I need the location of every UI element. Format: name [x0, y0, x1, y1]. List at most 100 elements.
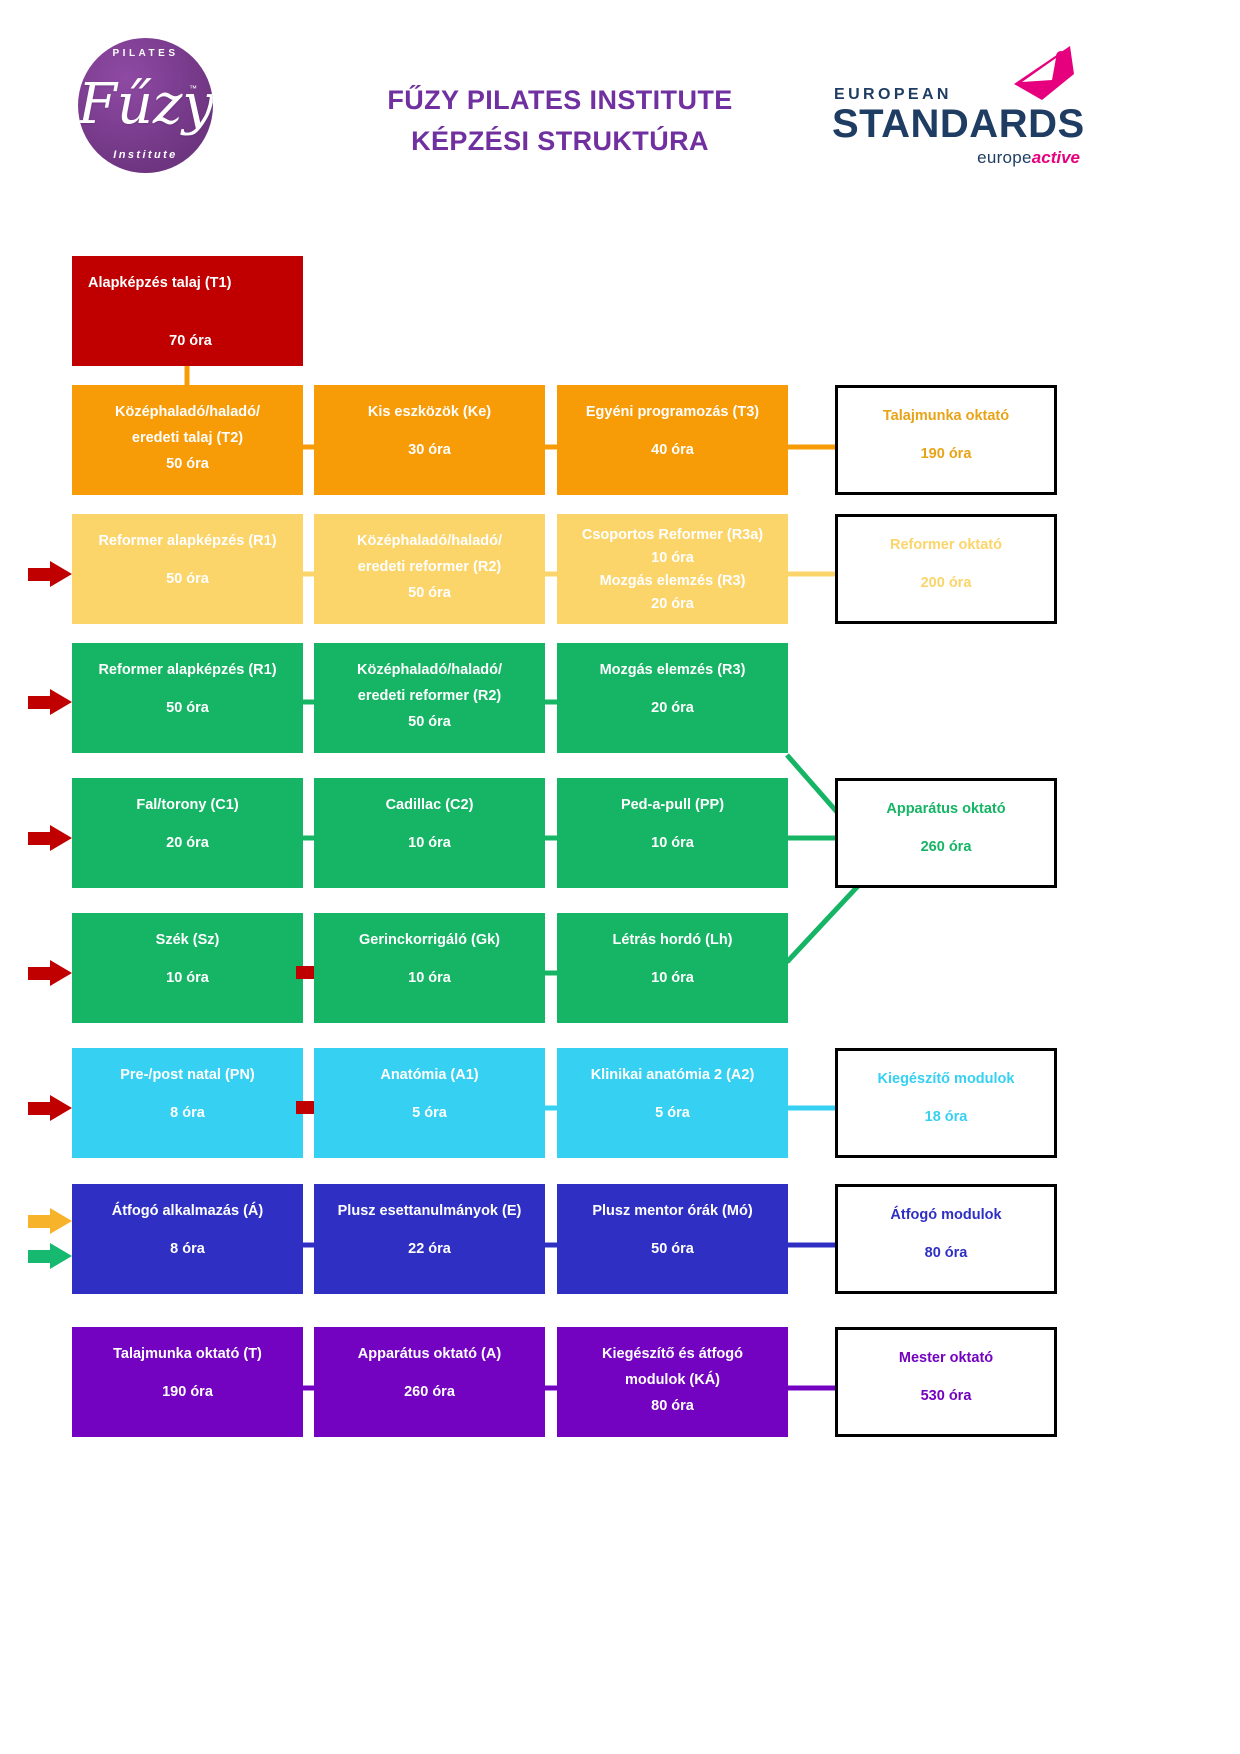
- logo-europeactive-text: europeactive: [977, 148, 1080, 168]
- node-title-secondary: Mozgás elemzés (R3): [599, 573, 746, 589]
- node-talajmunka-oktato-t[interactable]: Talajmunka oktató (T) 190 óra: [72, 1327, 303, 1437]
- node-cadillac-c2[interactable]: Cadillac (C2) 10 óra: [314, 778, 545, 888]
- node-title: Gerinckorrigáló (Gk): [358, 932, 500, 948]
- poster-header: PILATES Fűzy ™ Institute FŰZY PILATES IN…: [0, 0, 1240, 230]
- node-anatomia-a1[interactable]: Anatómia (A1) 5 óra: [314, 1048, 545, 1158]
- arrow-shaft: [28, 1102, 54, 1115]
- logo-europe-word: europe: [977, 148, 1032, 167]
- logo-arc-top-text: PILATES: [112, 48, 179, 59]
- node-apparatus-oktato-a[interactable]: Apparátus oktató (A) 260 óra: [314, 1327, 545, 1437]
- node-hours: 5 óra: [412, 1105, 447, 1121]
- logo-script-monogram: Fűzy: [78, 72, 213, 137]
- node-plusz-esettanulmanyok-e[interactable]: Plusz esettanulmányok (E) 22 óra: [314, 1184, 545, 1294]
- logo-trademark-icon: ™: [189, 84, 197, 93]
- node-title: Mozgás elemzés (R3): [599, 662, 746, 678]
- europeactive-figure-icon: [1014, 46, 1074, 100]
- title-line-1: FŰZY PILATES INSTITUTE: [387, 85, 733, 115]
- prereq-arrow-red: [28, 689, 74, 715]
- node-title: Plusz esettanulmányok (E): [337, 1203, 522, 1219]
- title-line-2: KÉPZÉSI STRUKTÚRA: [411, 126, 709, 156]
- node-title: Alapképzés talaj (T1): [88, 275, 232, 291]
- node-hours: 20 óra: [166, 835, 209, 851]
- node-hours: 10 óra: [651, 550, 694, 566]
- node-reformer-alapkepzes-r1[interactable]: Reformer alapképzés (R1) 50 óra: [72, 643, 303, 753]
- fuzy-pilates-logo: PILATES Fűzy ™ Institute: [78, 38, 213, 173]
- node-hours: 50 óra: [166, 700, 209, 716]
- outcome-talajmunka-oktato[interactable]: Talajmunka oktató 190 óra: [835, 385, 1057, 495]
- logo-european-text: EUROPEAN: [834, 86, 952, 103]
- outcome-title: Talajmunka oktató: [882, 408, 1010, 424]
- node-pre-post-natal-pn[interactable]: Pre-/post natal (PN) 8 óra: [72, 1048, 303, 1158]
- arrow-head: [50, 1095, 72, 1121]
- logo-arc-bottom-text: Institute: [113, 149, 178, 161]
- node-kis-eszkozok-ke[interactable]: Kis eszközök (Ke) 30 óra: [314, 385, 545, 495]
- page-title: FŰZY PILATES INSTITUTE KÉPZÉSI STRUKTÚRA: [300, 80, 820, 162]
- outcome-hours: 260 óra: [920, 839, 972, 855]
- outcome-hours: 18 óra: [924, 1109, 968, 1125]
- prereq-arrow-red: [28, 1095, 74, 1121]
- outcome-hours: 200 óra: [920, 575, 972, 591]
- outcome-apparatus-oktato[interactable]: Apparátus oktató 260 óra: [835, 778, 1057, 888]
- arrow-head: [50, 960, 72, 986]
- node-atfogo-alkalmazas-a[interactable]: Átfogó alkalmazás (Á) 8 óra: [72, 1184, 303, 1294]
- node-klinikai-anatomia-a2[interactable]: Klinikai anatómia 2 (A2) 5 óra: [557, 1048, 788, 1158]
- european-standards-logo: EUROPEAN STANDARDS europeactive: [832, 44, 1084, 174]
- node-hours: 50 óra: [166, 571, 209, 587]
- node-hours: 8 óra: [170, 1241, 205, 1257]
- node-hours: 10 óra: [408, 970, 451, 986]
- node-kiegeszito-atfogo-modulok-ka[interactable]: Kiegészítő és átfogó modulok (KÁ) 80 óra: [557, 1327, 788, 1437]
- node-hours: 8 óra: [170, 1105, 205, 1121]
- node-hours: 50 óra: [408, 714, 451, 730]
- node-kozephalado-reformer-r2-faded[interactable]: Középhaladó/haladó/ eredeti reformer (R2…: [314, 514, 545, 624]
- node-title: Középhaladó/haladó/ eredeti talaj (T2): [114, 404, 260, 446]
- node-kozephalado-talaj-t2[interactable]: Középhaladó/haladó/ eredeti talaj (T2) 5…: [72, 385, 303, 495]
- logo-active-word: active: [1031, 148, 1080, 167]
- outcome-hours: 190 óra: [920, 446, 972, 462]
- arrow-shaft: [28, 568, 54, 581]
- node-plusz-mentor-orak-mo[interactable]: Plusz mentor órák (Mó) 50 óra: [557, 1184, 788, 1294]
- node-fal-torony-c1[interactable]: Fal/torony (C1) 20 óra: [72, 778, 303, 888]
- node-title: Ped-a-pull (PP): [620, 797, 725, 813]
- node-letras-hordo-lh[interactable]: Létrás hordó (Lh) 10 óra: [557, 913, 788, 1023]
- node-title: Cadillac (C2): [385, 797, 474, 813]
- arrow-head: [50, 689, 72, 715]
- node-kozephalado-reformer-r2[interactable]: Középhaladó/haladó/ eredeti reformer (R2…: [314, 643, 545, 753]
- prereq-arrow-red: [28, 561, 74, 587]
- node-title: Középhaladó/haladó/ eredeti reformer (R2…: [356, 662, 502, 704]
- arrow-shaft: [28, 1215, 54, 1228]
- node-gerinckorrigalo-gk[interactable]: Gerinckorrigáló (Gk) 10 óra: [314, 913, 545, 1023]
- node-alapkepzes-talaj-t1[interactable]: Alapképzés talaj (T1) 70 óra: [72, 256, 303, 366]
- outcome-hours: 530 óra: [920, 1388, 972, 1404]
- node-title: Kiegészítő és átfogó modulok (KÁ): [602, 1346, 743, 1388]
- node-title: Fal/torony (C1): [136, 797, 239, 813]
- outcome-title: Mester oktató: [898, 1350, 994, 1366]
- arrow-head: [50, 825, 72, 851]
- outcome-atfogo-modulok[interactable]: Átfogó modulok 80 óra: [835, 1184, 1057, 1294]
- prereq-arrow-yellow: [28, 1208, 74, 1234]
- node-title: Pre-/post natal (PN): [120, 1067, 255, 1083]
- node-hours: 40 óra: [651, 442, 694, 458]
- node-hours: 80 óra: [651, 1398, 694, 1414]
- node-egyeni-programozas-t3[interactable]: Egyéni programozás (T3) 40 óra: [557, 385, 788, 495]
- node-hours: 10 óra: [651, 835, 694, 851]
- node-hours: 30 óra: [408, 442, 451, 458]
- arrow-head: [50, 561, 72, 587]
- node-hours-secondary: 20 óra: [651, 596, 694, 612]
- outcome-reformer-oktato[interactable]: Reformer oktató 200 óra: [835, 514, 1057, 624]
- node-csoportos-reformer-r3a[interactable]: Csoportos Reformer (R3a) 10 óra Mozgás e…: [557, 514, 788, 624]
- outcome-kiegeszito-modulok[interactable]: Kiegészítő modulok 18 óra: [835, 1048, 1057, 1158]
- outcome-mester-oktato[interactable]: Mester oktató 530 óra: [835, 1327, 1057, 1437]
- node-hours: 10 óra: [651, 970, 694, 986]
- node-ped-a-pull-pp[interactable]: Ped-a-pull (PP) 10 óra: [557, 778, 788, 888]
- node-hours: 260 óra: [404, 1384, 455, 1400]
- prereq-arrow-red: [28, 825, 74, 851]
- node-hours: 50 óra: [651, 1241, 694, 1257]
- node-title: Apparátus oktató (A): [357, 1346, 502, 1362]
- node-reformer-alapkepzes-r1-faded[interactable]: Reformer alapképzés (R1) 50 óra: [72, 514, 303, 624]
- node-mozgas-elemzes-r3[interactable]: Mozgás elemzés (R3) 20 óra: [557, 643, 788, 753]
- node-szek-sz[interactable]: Szék (Sz) 10 óra: [72, 913, 303, 1023]
- node-hours: 190 óra: [162, 1384, 213, 1400]
- node-hours: 5 óra: [655, 1105, 690, 1121]
- arrow-head: [50, 1208, 72, 1234]
